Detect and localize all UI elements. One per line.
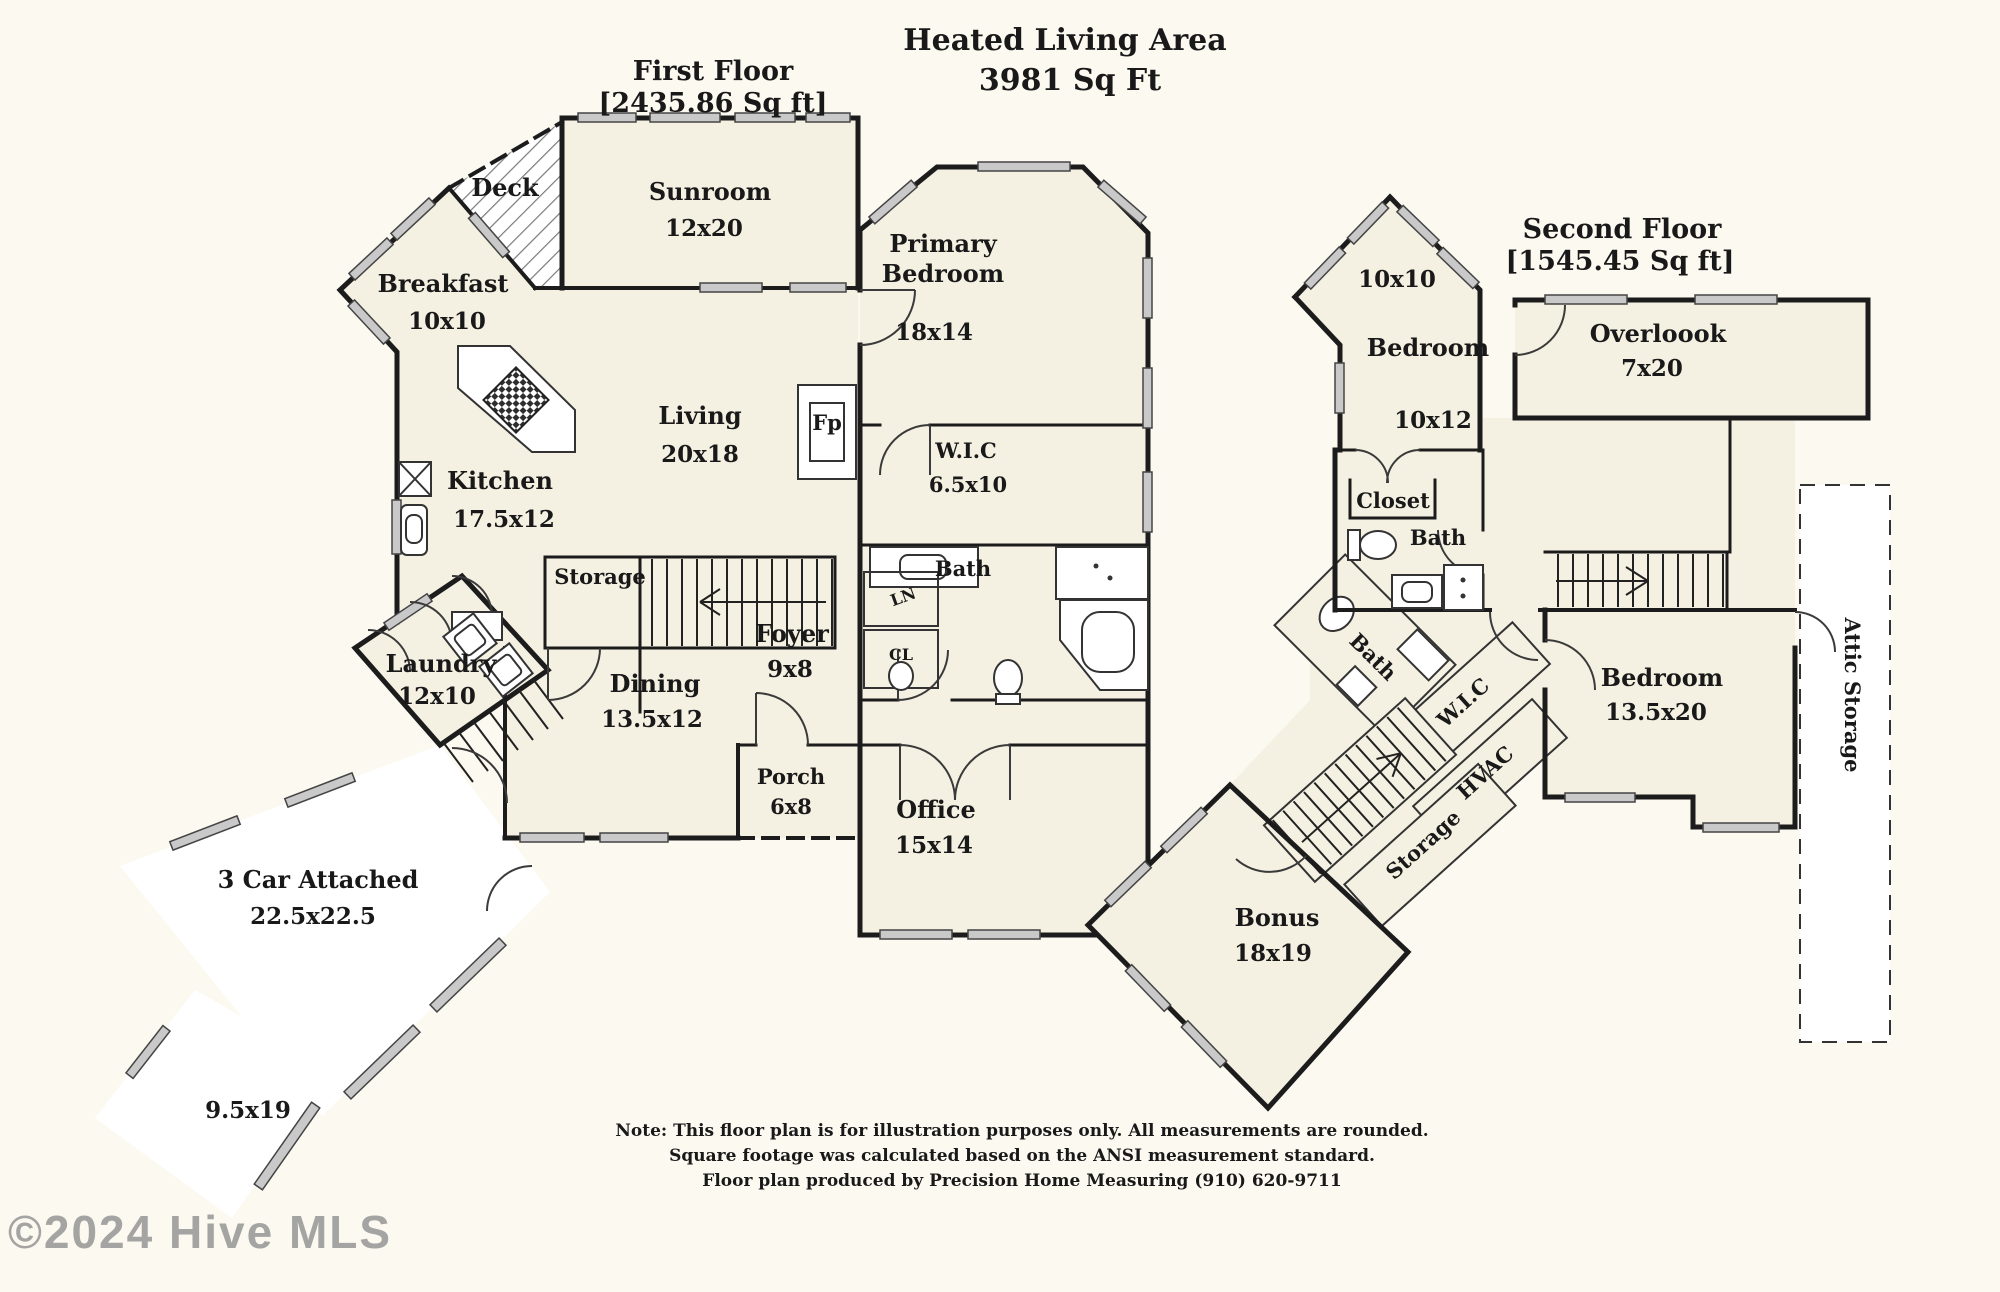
room-dims-dining: 13.5x12 — [601, 706, 703, 733]
room-dims-garage: 22.5x22.5 — [250, 903, 376, 930]
second-floor-title: Second Floor — [1523, 214, 1722, 245]
room-label-garage: 3 Car Attached — [218, 865, 419, 894]
room-label-bath1-2f: Bath — [1410, 525, 1466, 550]
room-label-living: Living — [658, 401, 742, 430]
first-floor-stairs — [442, 559, 833, 783]
second-floor-plan: Second Floor [1545.45 Sq ft] 10x10 Bedro… — [1084, 193, 1891, 1112]
footnote-line2: Square footage was calculated based on t… — [669, 1146, 1375, 1166]
room-dims-bedroom1-b: 10x12 — [1394, 407, 1472, 434]
footnote-line1: Note: This floor plan is for illustratio… — [615, 1121, 1428, 1141]
room-label-bath-1f: Bath — [935, 556, 991, 581]
room-dims-office: 15x14 — [895, 832, 973, 859]
room-label-bedroom2: Bedroom — [1601, 663, 1723, 692]
stairs-arrow — [1556, 566, 1649, 596]
room-label-bedroom1: Bedroom — [1367, 333, 1489, 362]
deck-dashed-edge — [446, 119, 565, 191]
room-dims-overlook: 7x20 — [1621, 355, 1683, 382]
room-dims-wic-1f: 6.5x10 — [929, 472, 1007, 497]
first-floor-doors — [367, 289, 1011, 912]
room-dims-kitchen: 17.5x12 — [453, 506, 555, 533]
room-label-dining: Dining — [610, 669, 701, 698]
label-fireplace: Fp — [812, 410, 842, 435]
laundry-fixtures — [441, 611, 535, 699]
room-dims-garage-bay: 9.5x19 — [205, 1097, 291, 1124]
room-label-sunroom: Sunroom — [649, 177, 771, 206]
room-dims-foyer: 9x8 — [767, 656, 813, 683]
page-title-line1: Heated Living Area — [903, 23, 1226, 58]
room-label-overlook: Overloook — [1590, 319, 1728, 348]
footnote-line3: Floor plan produced by Precision Home Me… — [702, 1171, 1341, 1191]
kitchen-island — [457, 345, 576, 453]
fireplace — [797, 384, 857, 480]
watermark: ©2024 Hive MLS — [8, 1206, 392, 1258]
stove-icon — [482, 366, 550, 434]
room-dims-sunroom: 12x20 — [665, 215, 743, 242]
upstairs-angled-bath — [1273, 553, 1457, 737]
upstairs-storage — [1342, 762, 1518, 928]
second-floor-stairs — [1556, 554, 1724, 607]
room-label-deck: Deck — [471, 173, 540, 202]
first-floor-title: First Floor — [633, 56, 794, 87]
primary-bath-fixtures — [863, 546, 1149, 705]
first-floor-windows — [124, 112, 1153, 1191]
first-floor-room-fills — [95, 118, 1148, 1218]
room-dims-bedroom2: 13.5x20 — [1605, 699, 1707, 726]
room-label-porch: Porch — [757, 764, 825, 789]
room-label-breakfast: Breakfast — [378, 269, 509, 298]
deck-hatch — [449, 122, 562, 288]
room-dims-living: 20x18 — [661, 441, 739, 468]
page-title-line2: 3981 Sq Ft — [979, 63, 1161, 98]
room-dims-breakfast: 10x10 — [408, 308, 486, 335]
room-label-office: Office — [896, 795, 976, 824]
second-floor-area: [1545.45 Sq ft] — [1506, 246, 1735, 277]
room-label-attic-storage: Attic Storage — [1840, 617, 1865, 773]
room-dims-primary-bedroom: 18x14 — [895, 319, 973, 346]
second-floor-windows — [1103, 200, 1780, 1069]
room-label-storage-1f: Storage — [554, 564, 646, 589]
label-closet-1f: CL — [889, 645, 913, 664]
upstairs-bath-fixtures — [1347, 529, 1484, 611]
room-label-foyer: Foyer — [755, 619, 829, 648]
room-label-wic-1f: W.I.C — [934, 438, 996, 463]
room-label-kitchen: Kitchen — [447, 466, 553, 495]
room-dims-laundry: 12x10 — [398, 683, 476, 710]
room-label-bonus: Bonus — [1235, 903, 1320, 932]
first-floor-area: [2435.86 Sq ft] — [599, 88, 828, 119]
room-dims-bonus: 18x19 — [1234, 940, 1312, 967]
room-label-laundry: Laundry — [386, 649, 498, 678]
room-dims-porch: 6x8 — [770, 794, 812, 819]
room-label-closet-2f: Closet — [1356, 488, 1430, 513]
first-floor-plan: First Floor [2435.86 Sq ft] Deck Sunroom… — [95, 56, 1153, 1218]
upstairs-diagonal-stairs — [1262, 696, 1458, 884]
stairs-arrow — [699, 588, 826, 616]
room-dims-bedroom1-a: 10x10 — [1358, 266, 1436, 293]
